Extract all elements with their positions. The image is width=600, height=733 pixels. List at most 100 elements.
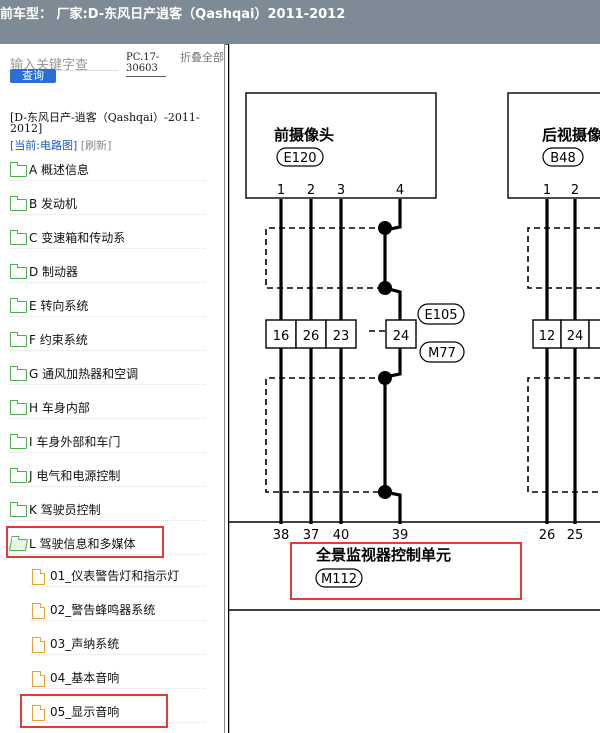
vehicle-path: [D-东风日产-逍客（Qashqai）-2011-2012]: [10, 111, 200, 135]
folder-icon: [10, 502, 27, 517]
front-camera-code: E120: [283, 151, 316, 166]
control-unit-code-badge: [315, 568, 363, 588]
current-value: 电路图]: [40, 139, 78, 152]
wire-bundle: [279, 199, 577, 524]
tree-subitem[interactable]: 05_显示音响: [30, 698, 206, 723]
front-camera-pin: 3: [337, 183, 345, 198]
rear-camera-box: [507, 92, 600, 199]
tree-item-label: G 通风加热器和空调: [29, 367, 139, 381]
unit-pin: 38: [273, 528, 290, 543]
tree-item[interactable]: A 概述信息: [10, 156, 206, 181]
tree-item[interactable]: I 车身外部和车门: [10, 428, 206, 453]
tree-item-label: D 制动器: [29, 265, 79, 279]
tree-item-label: J 电气和电源控制: [29, 469, 121, 483]
connector-code: E105: [424, 308, 457, 323]
wiring-diagram: 前摄像头 E120 1 2 3 4 后视摄像 B48 1 2: [228, 44, 600, 733]
rear-camera-pin: 2: [571, 183, 579, 198]
folder-icon: [10, 298, 27, 313]
rear-camera-code: B48: [550, 151, 575, 166]
tree-subitem[interactable]: 02_警告蜂鸣器系统: [30, 596, 206, 621]
folder-icon: [10, 196, 27, 211]
tree-item[interactable]: D 制动器: [10, 258, 206, 283]
tree-item-label: C 变速箱和传动系: [29, 231, 126, 245]
folder-icon: [10, 468, 27, 483]
collapse-all-link[interactable]: 折叠全部: [180, 51, 224, 64]
tree-subitem-label: 05_显示音响: [50, 705, 120, 719]
tree-subitem-label: 04_基本音响: [50, 671, 120, 685]
connector-code-badge: [419, 341, 465, 363]
catalog-code: PC.17-30603: [126, 52, 166, 77]
tree-subitem-label: 02_警告蜂鸣器系统: [50, 603, 156, 617]
rear-camera-pin: 1: [543, 183, 551, 198]
tree-item[interactable]: J 电气和电源控制: [10, 462, 206, 487]
tree-subitem[interactable]: 01_仪表警告灯和指示灯: [30, 562, 206, 587]
unit-pin: 26: [539, 528, 556, 543]
search-underline: [8, 70, 118, 71]
unit-pin: 25: [567, 528, 584, 543]
rear-camera-title: 后视摄像: [542, 126, 600, 144]
tree-item[interactable]: E 转向系统: [10, 292, 206, 317]
tree-item-label: B 发动机: [29, 197, 78, 211]
connector-pin: 24: [393, 329, 410, 344]
tree-subitem-label: 03_声纳系统: [50, 637, 120, 651]
control-unit-title: 全景监视器控制单元: [315, 546, 451, 564]
connector-code: M77: [428, 346, 456, 361]
shield-nodes: [378, 221, 392, 499]
front-camera-pin: 2: [307, 183, 315, 198]
tree-item[interactable]: G 通风加热器和空调: [10, 360, 206, 385]
document-icon: [32, 637, 45, 653]
tree-item[interactable]: K 驾驶员控制: [10, 496, 206, 521]
folder-icon: [10, 434, 27, 449]
diagram-panel: 前摄像头 E120 1 2 3 4 后视摄像 B48 1 2: [228, 44, 600, 733]
tree-item-label: H 车身内部: [29, 401, 90, 415]
tree-item[interactable]: C 变速箱和传动系: [10, 224, 206, 249]
folder-icon: [10, 230, 27, 245]
front-camera-pin: 4: [396, 183, 404, 198]
highlight-control-unit: [290, 542, 522, 600]
tree-item[interactable]: B 发动机: [10, 190, 206, 215]
shield-lines: [265, 227, 600, 493]
connector-pin: 26: [303, 329, 320, 344]
tree-item[interactable]: H 车身内部: [10, 394, 206, 419]
current-label: [当前:: [10, 139, 40, 152]
tree-item[interactable]: L 驾驶信息和多媒体: [8, 530, 206, 555]
unit-pin: 37: [303, 528, 320, 543]
tree-item-label: F 约束系统: [29, 333, 88, 347]
connector-pin: 12: [539, 329, 556, 344]
folder-icon: [10, 264, 27, 279]
tree-subitem-label: 01_仪表警告灯和指示灯: [50, 569, 180, 583]
window-title: 前车型： 厂家:D-东风日产逍客（Qashqai）2011-2012: [0, 7, 346, 22]
rear-camera-code-badge: [542, 147, 584, 167]
window-titlebar: 前车型： 厂家:D-东风日产逍客（Qashqai）2011-2012: [0, 0, 600, 45]
highlight-selected-subitem: [20, 694, 168, 728]
tree-item-label: E 转向系统: [29, 299, 89, 313]
unit-pin: 39: [392, 528, 409, 543]
folder-icon: [10, 366, 27, 381]
connector-pin: 23: [333, 329, 350, 344]
catalog-sidebar: 输入关键字查 查询 PC.17-30603 折叠全部 [D-东风日产-逍客（Qa…: [0, 44, 225, 733]
connector-pin: 24: [567, 329, 584, 344]
document-icon: [32, 705, 45, 721]
front-camera-code-badge: [276, 147, 324, 167]
document-icon: [32, 671, 45, 687]
breadcrumb: [当前:电路图] [刷新]: [10, 137, 111, 153]
document-icon: [32, 569, 45, 585]
folder-icon: [10, 162, 27, 177]
intermediate-connector: 16 26 23 24: [265, 319, 417, 349]
rear-connector: 12 24: [532, 319, 600, 349]
front-camera-title: 前摄像头: [274, 126, 334, 144]
connector-code-badge: [417, 303, 465, 325]
highlight-selected-category: [6, 526, 164, 558]
tree-subitem[interactable]: 04_基本音响: [30, 664, 206, 689]
front-camera-pin: 1: [277, 183, 285, 198]
document-icon: [32, 603, 45, 619]
tree-item-label: I 车身外部和车门: [29, 435, 121, 449]
unit-pin: 40: [333, 528, 350, 543]
folder-icon: [10, 400, 27, 415]
refresh-link[interactable]: [刷新]: [80, 139, 112, 152]
tree-item[interactable]: F 约束系统: [10, 326, 206, 351]
query-button[interactable]: 查询: [10, 69, 56, 83]
front-camera-box: [245, 92, 437, 199]
tree-item-label: A 概述信息: [29, 163, 90, 177]
tree-subitem[interactable]: 03_声纳系统: [30, 630, 206, 655]
